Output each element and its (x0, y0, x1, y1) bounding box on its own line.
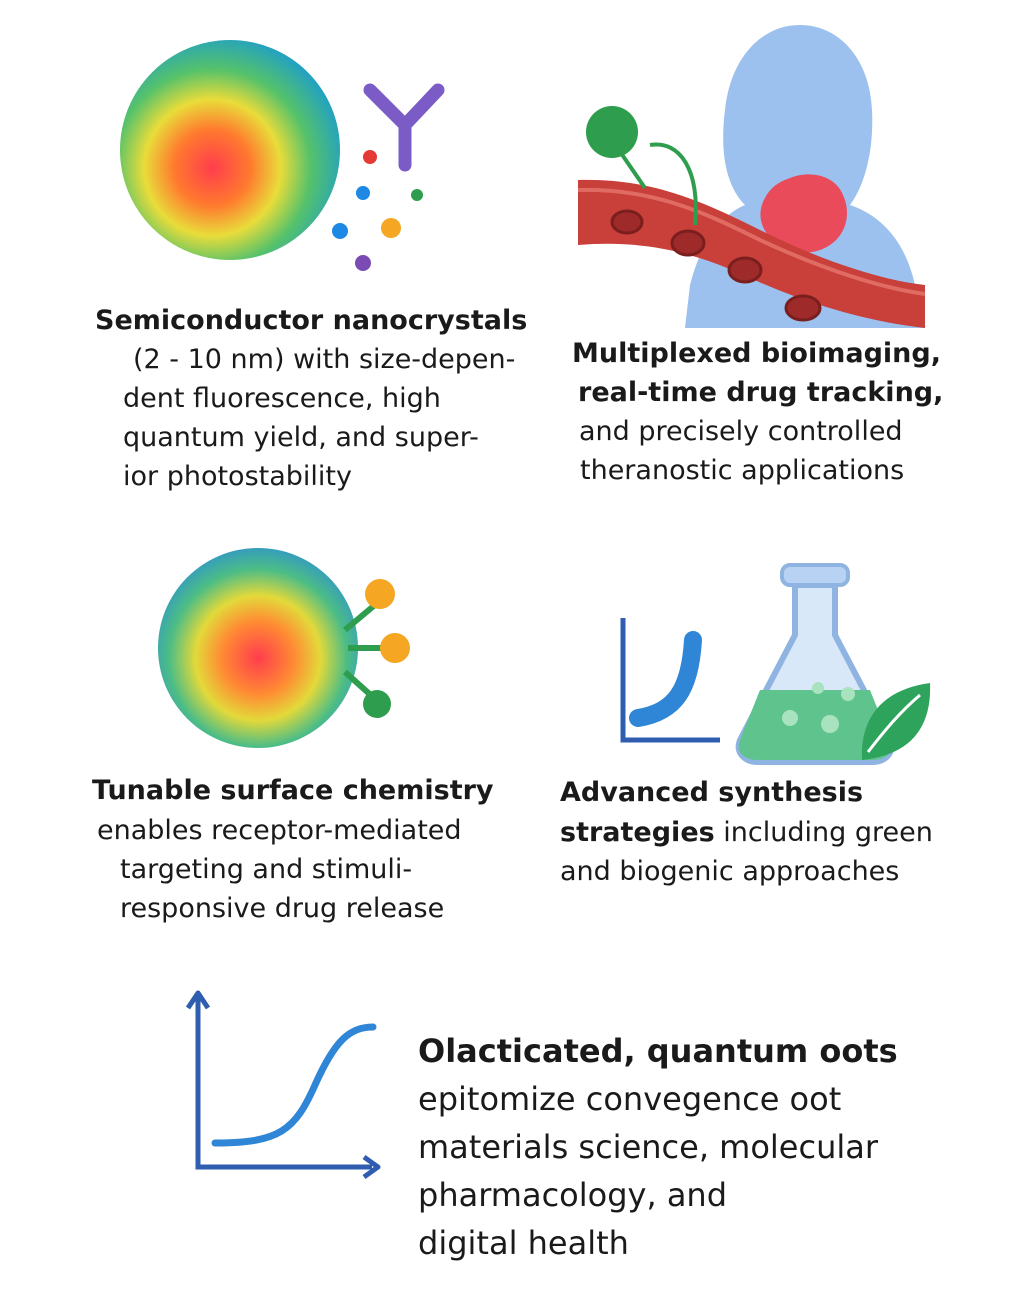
panel2-bold-line-1: Multiplexed bioimaging, (572, 338, 941, 369)
panel1-line-3: quantum yield, and super- (123, 422, 479, 453)
panel4-line-3: and biogenic approaches (560, 856, 900, 887)
sigmoid-chart (185, 990, 381, 1180)
panel3-line-1: enables receptor-mediated (97, 815, 462, 846)
heart-icon (760, 174, 847, 253)
panel3-heading: Tunable surface chemistry (92, 775, 494, 806)
quantum-dot-sphere (120, 40, 340, 260)
panel2-line-4: theranostic applications (580, 455, 905, 486)
functionalized-dot-sphere (158, 548, 358, 748)
panel1-line-1: (2 - 10 nm) with size-depen- (133, 344, 516, 375)
panel4-line-2-rest: including green (714, 817, 933, 848)
leaf-icon (861, 683, 931, 760)
panel1-line-4: ior photostability (123, 461, 352, 492)
panel4-line-2: strategies including green (560, 813, 933, 852)
panel5-line-4: digital health (418, 1224, 629, 1262)
ligand-icon (342, 579, 410, 718)
panel5-heading: Olacticated, quantum oots (418, 1032, 898, 1070)
tracer-probe (586, 106, 698, 226)
red-blood-cells (610, 209, 822, 322)
panel2-bold-line-2: real-time drug tracking, (578, 377, 944, 408)
nanoparticle-dots (332, 150, 423, 271)
panel5-line-3: pharmacology, and (418, 1176, 728, 1214)
panel1-line-2: dent fluorescence, high (123, 383, 441, 414)
panel5-line-1: epitomize convegence oot (418, 1080, 842, 1118)
growth-curve-chart (620, 618, 720, 743)
panel3-line-3: responsive drug release (120, 893, 445, 924)
panel5-line-2: materials science, molecular (418, 1128, 879, 1166)
panel3-line-2: targeting and stimuli- (120, 854, 413, 885)
blood-vessel (578, 179, 925, 328)
flask-icon (735, 563, 895, 765)
panel4-heading: Advanced synthesis (560, 777, 864, 808)
panel2-line-3: and precisely controlled (579, 416, 903, 447)
antibody-icon (363, 83, 445, 172)
panel1-heading: Semiconductor nanocrystals (95, 305, 528, 336)
panel4-line-2-bold: strategies (560, 817, 715, 848)
